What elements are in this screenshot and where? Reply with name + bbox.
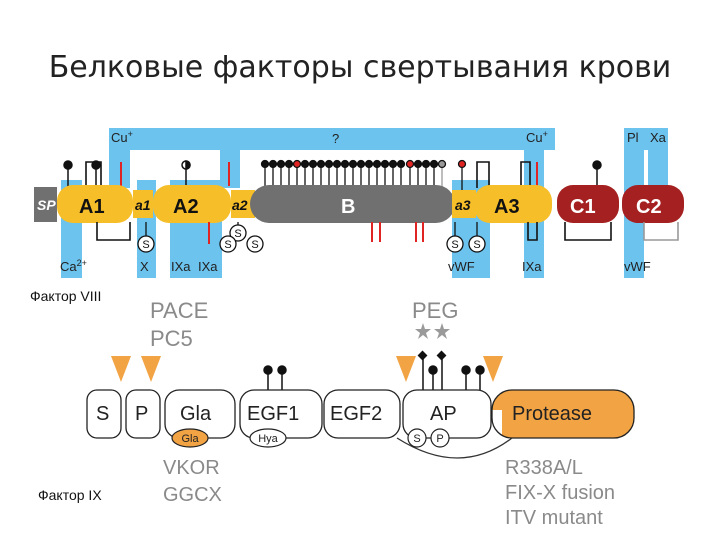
cleavage-arrow-icon: [483, 356, 503, 382]
protease-label: Protease: [512, 403, 592, 425]
domain-p: [125, 389, 161, 439]
domain-a3: [474, 185, 552, 223]
domain-s: [86, 389, 122, 439]
star-icon: [415, 323, 431, 339]
p-badge: [430, 428, 450, 448]
domain-c1: [557, 185, 619, 223]
domain-labels: SP A1 a1 A2 a2 B a3 A3 C1 C2: [37, 196, 662, 218]
hya-badge: [249, 428, 287, 448]
a1-acidic-label: a1: [135, 197, 151, 213]
a3-acidic-label: a3: [455, 197, 471, 213]
ixa-label-1: IXa: [171, 259, 191, 274]
cleavage-arrow-icon: [141, 356, 161, 382]
domain-a1-acidic: [133, 190, 153, 218]
badge-labels: Gla Hya S P: [181, 433, 443, 445]
fix-x-fusion-label: FIX-X fusion: [505, 482, 615, 504]
sulfation-labels: S S S S S S: [142, 228, 480, 251]
itv-mutant-label: ITV mutant: [505, 507, 603, 529]
svg-text:Gla: Gla: [181, 433, 199, 445]
domain-b: [250, 185, 455, 223]
ggcx-label: GGCX: [163, 484, 222, 506]
disulfide-brackets-bottom: [96, 222, 612, 241]
domain-sp: [34, 187, 57, 222]
s-badge: [407, 428, 427, 448]
gla-label: Gla: [180, 403, 212, 425]
red-marks-top: [120, 162, 538, 186]
peg-star-icons: [415, 323, 450, 339]
svg-text:Hya: Hya: [258, 433, 278, 445]
domain-a1: [57, 185, 133, 223]
slide-title: Белковые факторы свертывания крови: [48, 50, 672, 85]
svg-text:S: S: [473, 239, 480, 251]
svg-text:S: S: [451, 239, 458, 251]
domain-protease: [491, 389, 635, 439]
a3-label: A3: [494, 196, 520, 218]
p-label: P: [135, 403, 148, 425]
r338-label: R338A/L: [505, 457, 583, 479]
svg-text:S: S: [142, 239, 149, 251]
factor-viii-diagram: Cu+ ? Cu+ Pl Xa: [34, 128, 684, 278]
cu-mid-strip: [220, 128, 240, 188]
cu-right-label: Cu+: [526, 129, 548, 145]
svg-text:S: S: [224, 239, 231, 251]
processing-labels: PACE PC5 PEG: [150, 298, 458, 351]
domain-a2: [153, 185, 231, 223]
ca-label: Ca2+: [60, 258, 87, 274]
factor-ix-domain-labels: S P Gla EGF1 EGF2 AP Protease: [96, 403, 592, 425]
c2-bracket: [643, 222, 679, 241]
c1-label: C1: [570, 196, 596, 218]
peg-linkers: [417, 350, 447, 361]
modification-badges: [171, 428, 450, 448]
cleavage-arrow-icon: [396, 356, 416, 382]
svg-text:P: P: [436, 433, 443, 445]
a2-label: A2: [173, 196, 199, 218]
domain-c2: [622, 185, 684, 223]
gla-badge: [171, 428, 209, 448]
xa-top-label: Xa: [650, 130, 667, 145]
cleavage-arrow-icon: [111, 356, 131, 382]
egf2-label: EGF2: [330, 403, 382, 425]
c2-label: C2: [636, 196, 662, 218]
s-label: S: [96, 403, 109, 425]
cu-left-strip: [109, 128, 130, 188]
b-label: B: [341, 196, 355, 218]
ixa-label-2: IXa: [198, 259, 218, 274]
egf1-label: EGF1: [247, 403, 299, 425]
domain-egf2: [323, 389, 401, 439]
factor-viii-caption: Фактор VIII: [30, 288, 102, 304]
sp-label: SP: [37, 197, 56, 213]
a1-label: A1: [79, 196, 105, 218]
b-domain-glycans: [260, 159, 467, 190]
peg-label: PEG: [412, 298, 458, 323]
modification-labels: VKOR GGCX R338A/L FIX-X fusion ITV mutan…: [163, 457, 615, 529]
cu-left-label: Cu+: [111, 129, 133, 145]
question-label: ?: [332, 131, 339, 146]
a2-acidic-label: a2: [232, 197, 248, 213]
factor-ix-diagram: PACE PC5 PEG: [86, 298, 635, 529]
activation-loop: [396, 437, 513, 459]
svg-text:S: S: [234, 228, 241, 240]
pc5-label: PC5: [150, 326, 193, 351]
svg-text:S: S: [413, 433, 420, 445]
ap-label: AP: [430, 403, 457, 425]
xa-strip: [648, 128, 668, 198]
x-label: X: [140, 259, 149, 274]
star-icon: [434, 323, 450, 339]
cleavage-arrow-icons: [111, 356, 503, 382]
binding-labels: Ca2+ X IXa IXa vWF IXa vWF: [60, 258, 651, 274]
factor-ix-glycans: [263, 356, 485, 392]
vkor-label: VKOR: [163, 457, 220, 479]
domain-a3-acidic: [452, 190, 476, 218]
red-marks-bottom: [208, 222, 424, 244]
ixa-label-3: IXa: [522, 259, 542, 274]
sulfation-sites: [137, 222, 486, 253]
vwf-label-1: vWF: [448, 259, 475, 274]
vwf-label-2: vWF: [624, 259, 651, 274]
svg-text:S: S: [251, 239, 258, 251]
pace-label: PACE: [150, 298, 208, 323]
factor-ix-caption: Фактор IX: [38, 487, 102, 503]
pl-label: Pl: [627, 130, 639, 145]
